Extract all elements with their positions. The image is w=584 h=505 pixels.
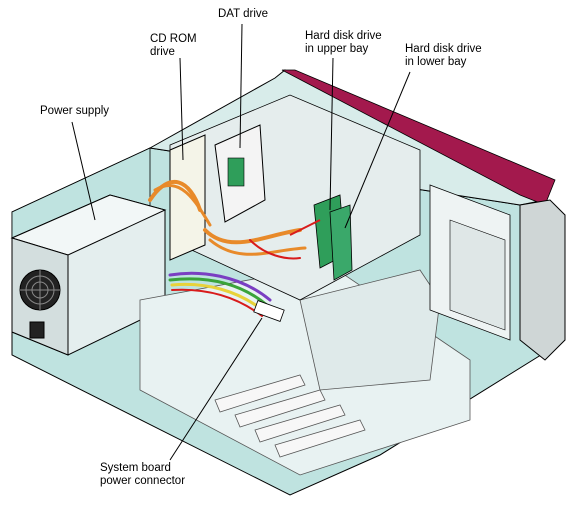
label-dat-drive: DAT drive (218, 8, 269, 20)
riser-card (299, 269, 441, 391)
leader-power-supply (71, 121, 96, 221)
front-panel (519, 199, 566, 361)
data-cable (289, 219, 321, 236)
expansion-slots (214, 374, 366, 458)
cd-rom-drive (169, 134, 206, 261)
front-bezel (281, 69, 556, 206)
leader-sysboard (169, 317, 263, 461)
hdd-lower-board (329, 204, 353, 281)
power-supply-unit (10, 194, 167, 356)
leader-cd-rom (179, 57, 184, 161)
label-power-supply: Power supply (40, 105, 110, 117)
dat-drive-board (227, 157, 245, 187)
callout-lines (71, 23, 411, 461)
label-hdd-lower-bay: Hard disk drive in lower bay (405, 43, 482, 68)
system-board-power-connector (253, 300, 285, 322)
label-hdd-upper-bay: Hard disk drive in upper bay (305, 30, 382, 55)
label-system-board-power-connector: System board power connector (100, 462, 186, 487)
leader-hdd-lower (344, 71, 411, 229)
label-cd-rom-drive: CD ROM drive (150, 33, 197, 58)
leader-hdd-upper (329, 57, 334, 211)
leader-dat (239, 23, 243, 149)
power-socket (29, 321, 45, 339)
